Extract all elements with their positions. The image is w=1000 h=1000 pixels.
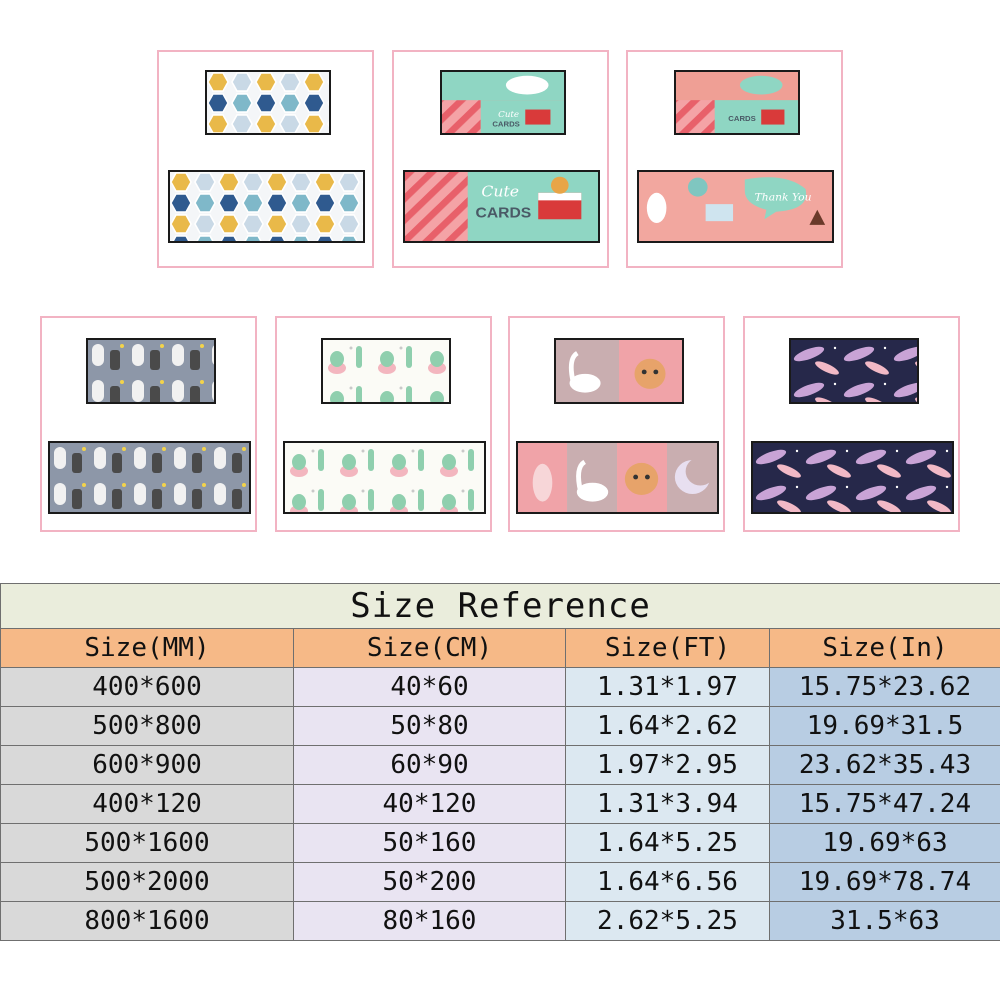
cell-size-ft: 1.64*5.25 <box>565 823 770 863</box>
cell-size-mm: 500*1600 <box>0 823 294 863</box>
mat-preview-small: CARDS <box>674 70 800 135</box>
product-card-hexagon <box>157 50 374 268</box>
mat-preview-large: Cute CARDS <box>403 170 600 243</box>
cell-size-ft: 1.64*2.62 <box>565 706 770 746</box>
cell-size-in: 19.69*31.5 <box>768 706 1000 746</box>
cards-text: CARDS <box>476 205 532 222</box>
thank-you-text: Thank You <box>755 192 812 204</box>
mat-preview-large <box>751 441 954 514</box>
cell-size-mm: 500*2000 <box>0 862 294 902</box>
cell-size-cm: 50*80 <box>293 706 566 746</box>
product-card-cute-cards: Cute CARDS Cute CARDS <box>392 50 609 268</box>
cell-size-ft: 2.62*5.25 <box>565 901 770 941</box>
product-card-gray-doodle <box>40 316 257 532</box>
cell-size-ft: 1.97*2.95 <box>565 745 770 785</box>
cute-text-small: Cute <box>498 110 519 120</box>
cell-size-ft: 1.31*1.97 <box>565 667 770 707</box>
cell-size-in: 23.62*35.43 <box>768 745 1000 785</box>
cell-size-in: 19.69*78.74 <box>768 862 1000 902</box>
cell-size-mm: 400*600 <box>0 667 294 707</box>
cell-size-ft: 1.64*6.56 <box>565 862 770 902</box>
cell-size-in: 15.75*47.24 <box>768 784 1000 824</box>
mat-preview-large <box>168 170 365 243</box>
cell-size-mm: 500*800 <box>0 706 294 746</box>
product-card-thank-you: CARDS Thank You <box>626 50 843 268</box>
mat-preview-large: Thank You <box>637 170 834 243</box>
cell-size-cm: 40*120 <box>293 784 566 824</box>
mat-preview-large <box>516 441 719 514</box>
cell-size-cm: 50*200 <box>293 862 566 902</box>
mat-preview-small <box>205 70 331 135</box>
mat-preview-large <box>283 441 486 514</box>
mat-preview-small <box>86 338 216 404</box>
mat-preview-small <box>554 338 684 404</box>
cell-size-cm: 50*160 <box>293 823 566 863</box>
mat-preview-small: Cute CARDS <box>440 70 566 135</box>
cell-size-mm: 600*900 <box>0 745 294 785</box>
header-size-mm: Size(MM) <box>0 628 294 668</box>
cell-size-cm: 80*160 <box>293 901 566 941</box>
header-size-ft: Size(FT) <box>565 628 770 668</box>
cute-text: Cute <box>481 183 519 201</box>
cell-size-mm: 400*120 <box>0 784 294 824</box>
cards-text-small: CARDS <box>492 120 519 129</box>
cell-size-mm: 800*1600 <box>0 901 294 941</box>
table-header-row: Size(MM) Size(CM) Size(FT) Size(In) <box>0 628 1000 668</box>
cell-size-ft: 1.31*3.94 <box>565 784 770 824</box>
cell-size-cm: 60*90 <box>293 745 566 785</box>
cell-size-in: 19.69*63 <box>768 823 1000 863</box>
header-size-cm: Size(CM) <box>293 628 566 668</box>
mat-preview-small <box>789 338 919 404</box>
cell-size-in: 15.75*23.62 <box>768 667 1000 707</box>
cell-size-cm: 40*60 <box>293 667 566 707</box>
product-card-feathers <box>743 316 960 532</box>
mat-preview-large <box>48 441 251 514</box>
size-reference-table: Size Reference Size(MM) Size(CM) Size(FT… <box>0 583 1000 941</box>
product-card-cactus <box>275 316 492 532</box>
cell-size-in: 31.5*63 <box>768 901 1000 941</box>
table-title: Size Reference <box>0 583 1000 629</box>
product-card-deer-swan <box>508 316 725 532</box>
cards-text-small: CARDS <box>728 114 755 123</box>
mat-preview-small <box>321 338 451 404</box>
header-size-in: Size(In) <box>768 628 1000 668</box>
